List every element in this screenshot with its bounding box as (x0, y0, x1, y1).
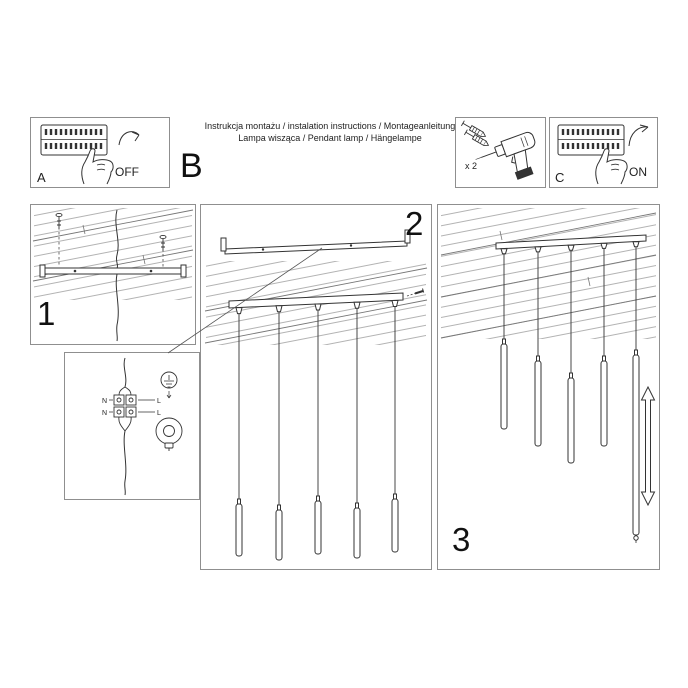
power-on-text: ON (629, 165, 647, 179)
terminal-block (113, 394, 137, 418)
wiring-detail-illustration: N L N L (102, 357, 183, 496)
step-2-illustration (204, 229, 428, 561)
cable-clamp-icon (155, 417, 183, 451)
terminal-l-label: L (157, 398, 161, 405)
terminal-arrows (109, 399, 155, 413)
title-line1: Instrukcja montażu / instalation instruc… (204, 121, 456, 131)
panel-c-label: C (555, 170, 564, 185)
pendant-cables-and-tubes (500, 246, 640, 543)
title-line2: Lampa wisząca / Pendant lamp / Hängelamp… (238, 132, 422, 143)
screw-icon (406, 288, 425, 297)
step-3-number: 3 (452, 521, 471, 558)
breaker-panel-icon (40, 124, 108, 156)
power-off-text: OFF (115, 165, 139, 179)
ceiling-planks (32, 208, 194, 300)
terminal-n-label: N (102, 410, 107, 417)
screw-icon (159, 234, 167, 268)
wall-plug-icon (463, 129, 490, 147)
tools-panel: x 2 (455, 117, 546, 188)
mounting-rail (220, 229, 411, 255)
terminal-n-label: N (102, 398, 107, 405)
wiring-detail-panel: N L N L (64, 352, 200, 500)
panel-a-label: A (37, 170, 46, 185)
power-on-panel: C ON (549, 117, 658, 188)
ceiling-planks (440, 208, 657, 339)
hand-icon (595, 148, 628, 185)
breaker-panel-icon (557, 124, 625, 156)
tools-illustration: x 2 (460, 120, 536, 180)
step-3-illustration (440, 208, 657, 543)
step-1-illustration (32, 208, 194, 342)
step-1-panel: 1 (30, 204, 196, 345)
step-3-panel: 3 (437, 204, 660, 570)
terminal-l-label: L (157, 410, 161, 417)
power-on-illustration: C ON (555, 124, 649, 185)
power-off-illustration: A OFF (37, 124, 140, 185)
ground-symbol-icon (160, 371, 178, 399)
sheet-title: Instrukcja montażu / instalation instruc… (195, 121, 465, 144)
pendant-cables-and-tubes (235, 306, 399, 561)
step-b-number: B (180, 147, 203, 185)
step-2-panel: 2 (200, 204, 432, 570)
step-2-number: 2 (405, 205, 424, 242)
wall-plug-icon (460, 120, 487, 138)
mains-cable (118, 357, 132, 496)
switch-down-arrow-icon (118, 131, 140, 146)
height-adjust-arrow-icon (640, 385, 656, 507)
switch-up-arrow-icon (628, 124, 649, 147)
hand-icon (81, 148, 114, 185)
drill-icon (475, 131, 536, 180)
screw-icon (55, 212, 63, 266)
canopy-bar (495, 234, 647, 255)
step-1-number: 1 (37, 295, 56, 332)
plug-count-text: x 2 (465, 161, 477, 171)
power-cable (115, 209, 119, 342)
power-off-panel: A OFF (30, 117, 170, 188)
